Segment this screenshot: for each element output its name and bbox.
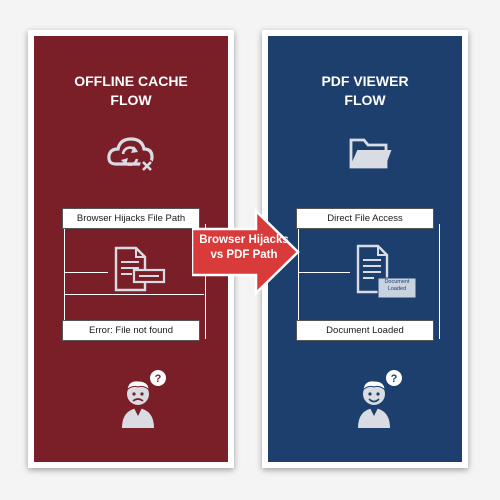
cloud-sync-error-icon: [106, 132, 158, 176]
offline-cache-title: OFFLINE CACHE FLOW: [34, 72, 228, 110]
arrow-label-line2: vs PDF Path: [210, 249, 278, 261]
doc-badge-line2: Loaded: [387, 286, 407, 292]
happy-user-icon: ?: [348, 368, 404, 430]
offline-cache-title-line2: FLOW: [110, 92, 152, 108]
document-loaded-badge: Document Loaded: [378, 279, 416, 293]
left-flow-line: [64, 224, 206, 339]
pdf-viewer-title-line1: PDF VIEWER: [321, 73, 409, 89]
file-not-found-box: Error: File not found: [62, 320, 200, 341]
confused-user-icon: ?: [112, 368, 168, 430]
svg-text:?: ?: [155, 373, 162, 385]
direct-file-access-box: Direct File Access: [296, 208, 434, 229]
arrow-label: Browser Hijacks vs PDF Path: [192, 233, 296, 263]
comparison-arrow: Browser Hijacks vs PDF Path: [192, 209, 300, 295]
svg-text:?: ?: [391, 373, 398, 385]
arrow-label-line1: Browser Hijacks: [199, 234, 289, 246]
offline-cache-title-line1: OFFLINE CACHE: [74, 73, 188, 89]
browser-hijacks-box: Browser Hijacks File Path: [62, 208, 200, 229]
left-flow-line-bottom: [64, 294, 204, 295]
right-flow-line-mid: [298, 272, 350, 273]
pdf-viewer-title-line2: FLOW: [344, 92, 386, 108]
right-flow-line: [298, 224, 440, 339]
document-loaded-box: Document Loaded: [296, 320, 434, 341]
folder-icon: [348, 134, 392, 172]
pdf-viewer-title: PDF VIEWER FLOW: [268, 72, 462, 110]
left-flow-line-mid: [64, 272, 108, 273]
document-icon: [112, 246, 174, 296]
doc-badge-line1: Document: [384, 279, 410, 285]
document-loaded-icon: Document Loaded: [354, 244, 426, 304]
